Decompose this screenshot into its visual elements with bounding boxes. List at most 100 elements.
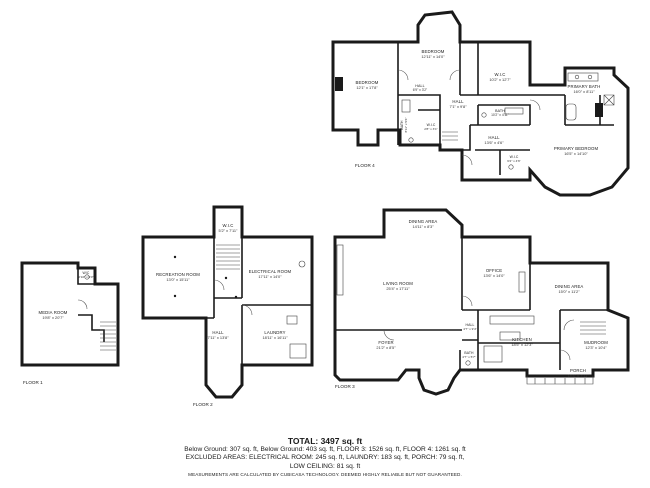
total-area: TOTAL: 3497 sq. ft — [287, 436, 363, 446]
door-swing — [449, 69, 461, 81]
room-label: W.I.C — [494, 72, 505, 77]
room-label: PRIMARY BEDROOM — [554, 146, 599, 151]
room-dims: 6'9" x 3'2" — [413, 88, 428, 92]
room-dims: 13'6" x 4'6" — [484, 140, 504, 145]
room-label: PRIMARY BATH — [568, 84, 601, 89]
room-dims: 18'5" x 12'3" — [511, 342, 533, 347]
room-label: DINING AREA — [409, 219, 438, 224]
room-label: PORCH — [570, 368, 586, 373]
room-label: BATH — [495, 109, 505, 113]
room-dims: 12'11" x 14'0" — [421, 54, 445, 59]
toilet-icon — [408, 137, 414, 143]
room-dims: 7'11" x 13'8" — [207, 335, 229, 340]
room-dims: 10'2" x 12'7" — [489, 77, 511, 82]
fireplace-icon — [336, 244, 344, 296]
room-dims: 12'3" x 10'4" — [585, 345, 607, 350]
room-dims: 10'2" x 4'11" — [491, 113, 510, 117]
room-label: LIVING ROOM — [383, 281, 413, 286]
floor-label: FLOOR 1 — [23, 380, 43, 385]
room-dims: 6'2" x 4'6" — [507, 159, 521, 163]
fireplace-icon — [518, 271, 526, 293]
room-dims: 14'11" x 8'3" — [412, 224, 434, 229]
door-swing — [77, 299, 88, 310]
room-label: HALL — [415, 84, 424, 88]
room-dims: 21'2" x 8'5" — [376, 345, 396, 350]
area-summary: TOTAL: 3497 sq. ft Below Ground: 307 sq.… — [0, 436, 650, 471]
room-dims: 16'0" x 8'11" — [573, 89, 595, 94]
door-swing — [559, 349, 571, 361]
door-swing — [383, 329, 395, 341]
floor-label: FLOOR 2 — [193, 402, 213, 407]
room-label: OFFICE — [486, 268, 502, 273]
room-dims: 16'5" x 14'10" — [564, 151, 588, 156]
room-label: W/C — [83, 271, 90, 275]
sink-icon — [587, 74, 593, 80]
excluded-areas: EXCLUDED AREAS: ELECTRICAL ROOM: 245 sq.… — [185, 454, 465, 462]
room-dims: 7'1" x 9'8" — [449, 104, 467, 109]
room-dims: 5'2" x 7'11" — [219, 228, 239, 233]
room-label: MUDROOM — [584, 340, 608, 345]
room-label: HALL — [488, 135, 500, 140]
room-dims: 15'0" x 11'2" — [558, 289, 580, 294]
room-dims: 25'4" x 17'11" — [386, 286, 410, 291]
floor-3-stairs — [563, 319, 606, 335]
room-dims: 12'1" x 17'8" — [356, 85, 378, 90]
ceiling-light-icon — [224, 276, 228, 280]
floor-2-stairs — [216, 244, 240, 270]
bathtub-icon — [565, 103, 577, 121]
floor-2: RECREATION ROOM 13'0" x 15'11" W.I.C 5'2… — [141, 205, 314, 407]
door-swing — [241, 304, 253, 316]
floor-2-outline — [141, 205, 314, 399]
room-dims: 4'7" x 5'7" — [462, 355, 476, 359]
floor-1: MEDIA ROOM 19'8" x 20'7" W/C 2'10" x 6'0… — [20, 261, 120, 385]
floor-3-outline — [333, 208, 630, 396]
room-dims: 17'11" x 14'0" — [258, 274, 282, 279]
room-dims: 13'6" x 14'0" — [483, 273, 505, 278]
room-label: RECREATION ROOM — [156, 272, 200, 277]
measurement-disclaimer: MEASUREMENTS ARE CALCULATED BY CUBICASA … — [188, 472, 462, 477]
room-label: ELECTRICAL ROOM — [249, 269, 292, 274]
floor-3-interior-walls — [335, 237, 608, 370]
room-label: BEDROOM — [422, 49, 445, 54]
door-swing — [397, 69, 409, 81]
room-label: BATH — [464, 351, 474, 355]
room-label: W.I.C — [427, 123, 436, 127]
door-swing — [529, 99, 541, 111]
shower-icon — [603, 94, 615, 106]
room-label: W.I.C — [222, 223, 233, 228]
kitchen-island-icon — [499, 331, 521, 341]
floor-label: FLOOR 4 — [355, 163, 375, 168]
room-label: DINING AREA — [555, 284, 584, 289]
double-vanity-icon — [567, 72, 599, 82]
room-label: HALL — [466, 323, 475, 327]
floor-4-stairs — [442, 131, 458, 141]
fireplace-icon — [595, 103, 603, 117]
room-label: LAUNDRY — [264, 330, 285, 335]
ceiling-light-icon — [173, 294, 177, 298]
door-swing — [461, 154, 473, 166]
room-label: MEDIA ROOM — [39, 310, 68, 315]
room-label: W.I.C — [510, 155, 519, 159]
floor-2-interior-walls — [206, 237, 312, 365]
floor-4-interior-walls — [397, 42, 614, 175]
room-dims: 2'10" x 6'0" — [78, 275, 93, 279]
room-label: FOYER — [378, 340, 393, 345]
floor-label: FLOOR 3 — [335, 384, 355, 389]
door-swing — [213, 279, 225, 291]
washer-dryer-icon — [289, 343, 307, 359]
low-ceiling-area: LOW CEILING: 81 sq. ft — [289, 462, 361, 470]
area-breakdown: Below Ground: 307 sq. ft, Below Ground: … — [184, 446, 466, 453]
door-swing — [461, 295, 473, 307]
sink-icon — [286, 315, 298, 325]
toilet-icon — [465, 360, 471, 366]
room-dims: 2'8" x 3'1" — [424, 127, 438, 131]
fireplace-icon — [335, 77, 343, 91]
room-dims: 18'11" x 16'11" — [262, 335, 288, 340]
sink-icon — [504, 107, 524, 115]
toilet-icon — [508, 164, 514, 170]
porch-railing — [526, 376, 594, 385]
room-dims: 18'8" x 3'11" — [567, 373, 589, 378]
shower-icon — [401, 99, 411, 113]
room-dims: 8'11" x 5'6" — [404, 117, 408, 132]
